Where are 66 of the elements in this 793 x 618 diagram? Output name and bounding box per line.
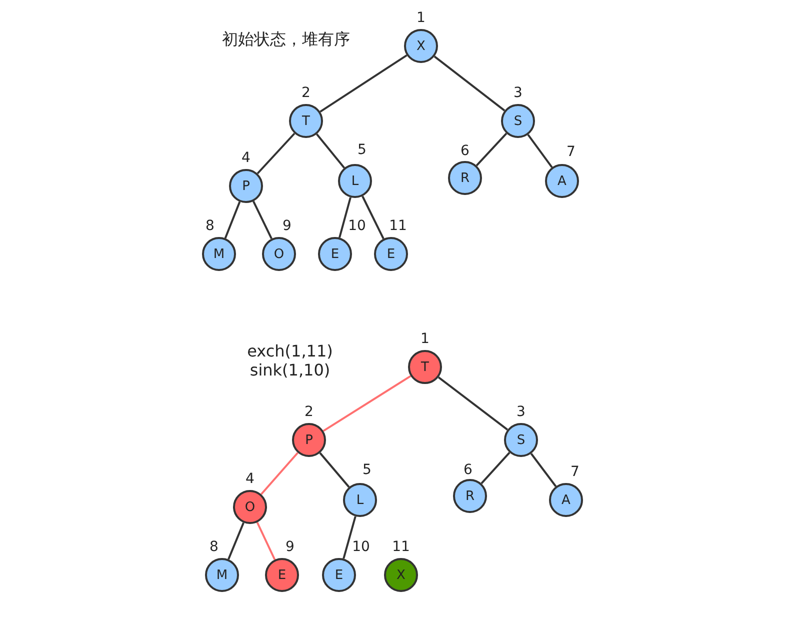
caption-text: sink(1,10) — [250, 360, 330, 380]
tree-node: P — [292, 423, 326, 457]
index-number: 5 — [362, 462, 372, 478]
tree-edge — [527, 134, 553, 168]
tree-node: L — [338, 164, 372, 198]
tree-node: L — [343, 483, 377, 517]
tree-edge — [480, 452, 510, 484]
index-number: 6 — [460, 143, 470, 159]
tree-edge — [224, 201, 241, 239]
tree-edge — [256, 132, 296, 174]
index-number: 2 — [304, 404, 314, 420]
index-number: 8 — [206, 218, 214, 234]
index-number: 9 — [286, 539, 294, 555]
tree-edge — [320, 54, 408, 113]
tree-edge — [476, 132, 508, 166]
index-number: 10 — [352, 539, 370, 555]
tree-node: A — [545, 164, 579, 198]
tree-edge — [362, 196, 384, 240]
index-number: 4 — [246, 471, 254, 487]
index-number: 1 — [420, 331, 430, 347]
index-number: 7 — [566, 144, 576, 160]
tree-node: X — [404, 29, 438, 63]
tree-node: M — [205, 558, 239, 592]
index-number: 11 — [389, 218, 407, 234]
tree-node: E — [374, 237, 408, 271]
tree-node: T — [408, 350, 442, 384]
tree-edge — [256, 522, 276, 560]
tree-edge — [338, 197, 352, 238]
tree-node: P — [229, 169, 263, 203]
tree-node: S — [504, 423, 538, 457]
tree-edge — [438, 376, 508, 430]
tree-edge — [252, 200, 272, 240]
index-number: 1 — [416, 10, 426, 26]
index-number: 11 — [392, 539, 410, 555]
tree-node: E — [318, 237, 352, 271]
tree-node: O — [233, 490, 267, 524]
tree-node: A — [549, 483, 583, 517]
tree-node: R — [448, 161, 482, 195]
tree-node: R — [453, 479, 487, 513]
caption-text: exch(1,11) — [247, 342, 333, 360]
index-number: 3 — [516, 404, 526, 420]
tree-edge — [260, 452, 299, 495]
index-number: 6 — [464, 462, 472, 478]
index-number: 9 — [282, 218, 292, 234]
tree-edge — [530, 453, 557, 487]
tree-edge — [342, 516, 356, 559]
tree-node: T — [289, 104, 323, 138]
tree-node: O — [262, 237, 296, 271]
index-number: 2 — [302, 85, 310, 101]
tree-edge — [322, 375, 412, 432]
tree-node: X — [384, 558, 418, 592]
index-number: 10 — [348, 218, 366, 234]
tree-edge — [228, 522, 244, 560]
tree-node: E — [322, 558, 356, 592]
index-number: 7 — [570, 464, 580, 480]
tree-node: M — [202, 237, 236, 271]
index-number: 5 — [358, 142, 366, 158]
index-number: 8 — [210, 539, 218, 555]
index-number: 3 — [514, 85, 522, 101]
tree-edge — [319, 452, 350, 488]
caption-text: 初始状态，堆有序 — [222, 30, 350, 50]
tree-node: E — [265, 558, 299, 592]
tree-edge — [316, 134, 346, 168]
tree-node: S — [501, 104, 535, 138]
tree-edge — [434, 56, 506, 112]
index-number: 4 — [242, 150, 250, 166]
